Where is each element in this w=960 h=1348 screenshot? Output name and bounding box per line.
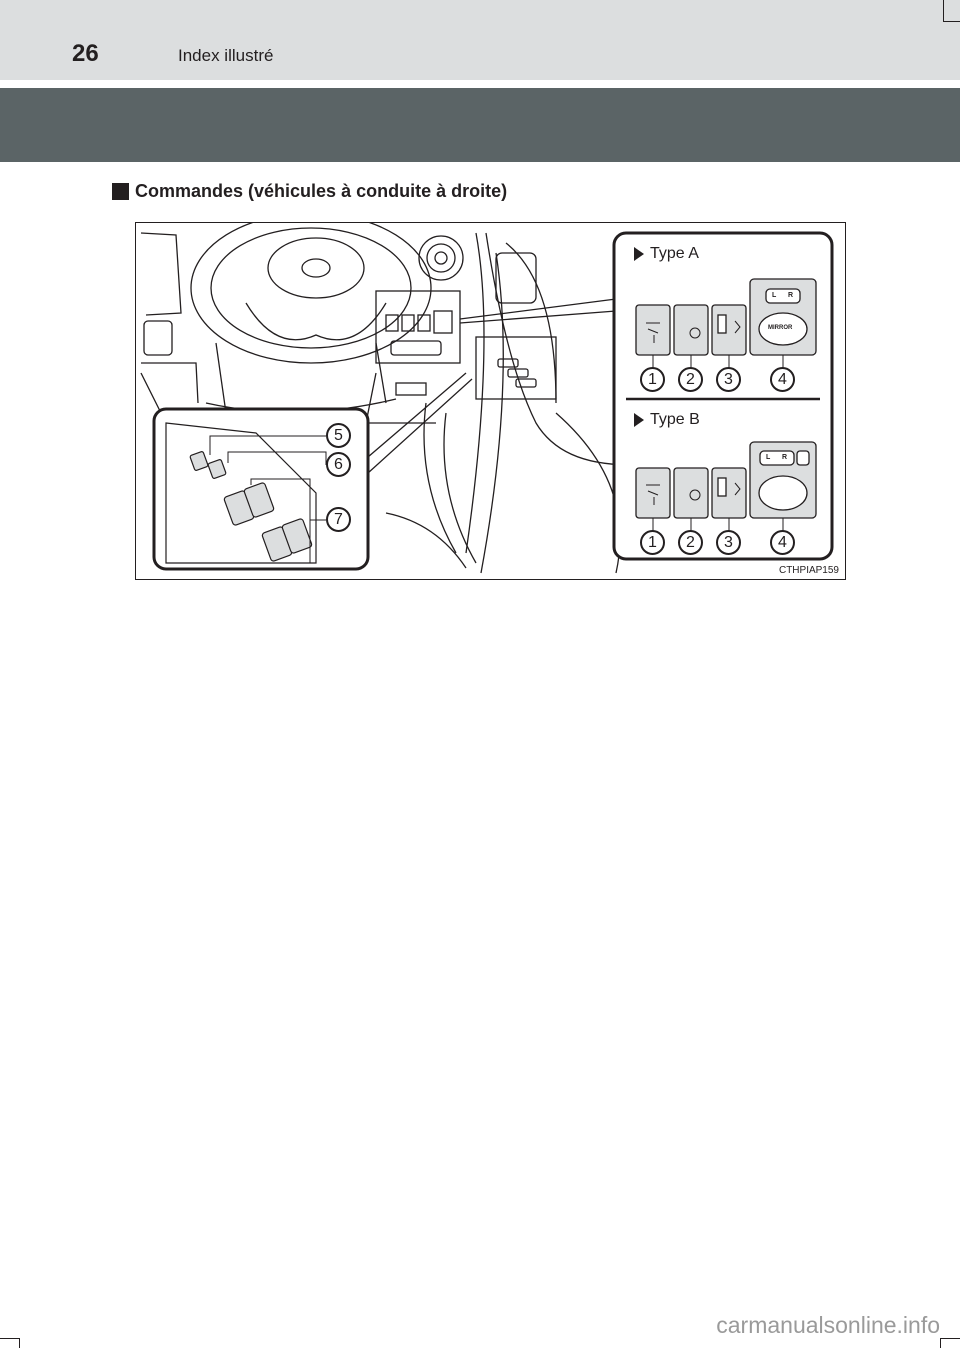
callout-4-type-a: 4 [770, 367, 795, 392]
figure-code: CTHPIAP159 [778, 565, 839, 576]
mirror-r-label: R [788, 292, 794, 299]
mirror-l-label: L [772, 292, 777, 299]
callout-1-type-b: 1 [640, 530, 665, 555]
square-bullet-icon [112, 183, 129, 200]
callout-4-type-b: 4 [770, 530, 795, 555]
crop-mark [943, 0, 944, 22]
crop-mark [943, 21, 960, 22]
page-header [0, 0, 960, 80]
section-title: Index illustré [178, 46, 274, 65]
arrow-right-icon [634, 413, 644, 427]
crop-mark [940, 1338, 941, 1348]
callout-3-type-a: 3 [716, 367, 741, 392]
callout-6: 6 [326, 452, 351, 477]
sub-heading: Commandes (véhicules à conduite à droite… [112, 181, 507, 202]
callout-2-type-b: 2 [678, 530, 703, 555]
page-number: 26 [72, 40, 99, 67]
callout-7: 7 [326, 507, 351, 532]
arrow-right-icon [634, 247, 644, 261]
type-b-text: Type B [650, 411, 700, 428]
callout-3-type-b: 3 [716, 530, 741, 555]
type-a-label: Type A [634, 245, 699, 263]
crop-mark [19, 1338, 20, 1348]
dashboard-drawing [140, 223, 834, 574]
callout-2-type-a: 2 [678, 367, 703, 392]
watermark: carmanualsonline.info [716, 1312, 940, 1338]
callout-1-type-a: 1 [640, 367, 665, 392]
mirror-r-label-b: R [782, 454, 788, 461]
mirror-l-label-b: L [766, 454, 771, 461]
mirror-label: MIRROR [768, 325, 793, 331]
crop-mark [940, 1338, 960, 1339]
crop-mark [0, 1338, 20, 1339]
header-band [0, 88, 960, 162]
type-a-text: Type A [650, 245, 699, 262]
sub-heading-text: Commandes (véhicules à conduite à droite… [135, 181, 508, 201]
callout-5: 5 [326, 423, 351, 448]
controls-illustration: Type A Type B L R MIRROR L R 1 2 3 4 1 2… [135, 222, 846, 580]
type-b-label: Type B [634, 411, 700, 429]
